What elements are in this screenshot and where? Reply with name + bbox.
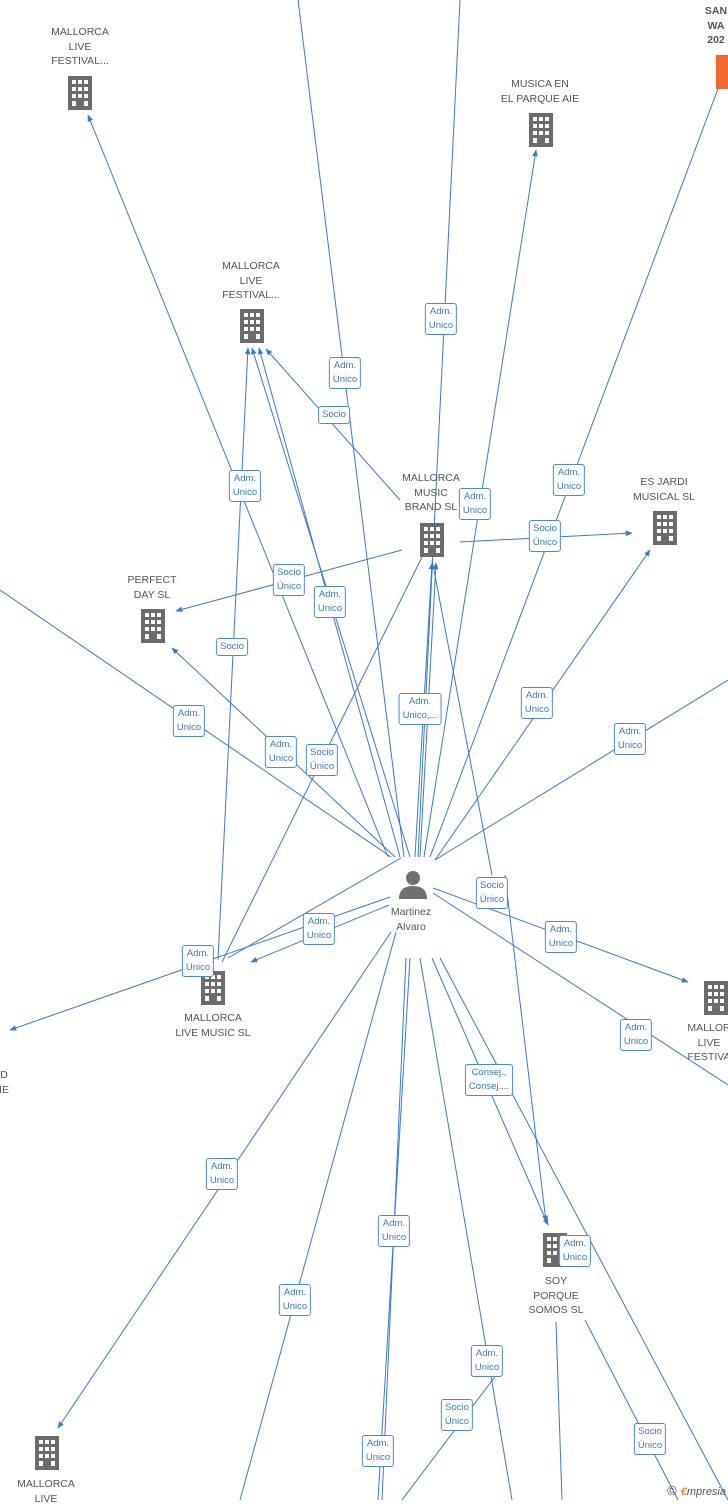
relationship-label[interactable]: Adm. Unico [313, 586, 347, 618]
relationship-label[interactable]: Adm. Unico [328, 357, 362, 389]
brand-name: mpresia [686, 1486, 726, 1498]
company-label[interactable]: ES JARDI MUSICAL SL [632, 476, 696, 503]
relationship-label[interactable]: Adm. Unico [181, 945, 215, 977]
relationship-label[interactable]: Consej., Consej.... [464, 1064, 514, 1096]
relationship-edge [555, 1321, 563, 1500]
relationship-edge [434, 679, 728, 861]
building-icon[interactable] [529, 113, 553, 147]
company-label[interactable]: MALLORCA LIVE [17, 1478, 75, 1505]
building-icon[interactable] [68, 76, 92, 110]
relationship-label[interactable]: Adm. Unico [424, 303, 458, 335]
relationship-label[interactable]: Socio Único [528, 520, 562, 552]
highlighted-building-icon[interactable] [716, 55, 728, 89]
relationship-label[interactable]: Adm. Unico [520, 687, 554, 719]
relationship-label[interactable]: Adm. Unico [458, 488, 492, 520]
company-label[interactable]: MALLORCA LIVE MUSIC SL [175, 1012, 251, 1039]
person-name[interactable]: Martinez Alvaro [390, 906, 432, 933]
person-icon[interactable] [399, 871, 427, 899]
building-icon[interactable] [35, 1436, 59, 1470]
relationship-label[interactable]: Adm. Unico [544, 921, 578, 953]
company-label[interactable]: MALLORCA LIVE FESTIVAL... [222, 260, 280, 301]
relationship-edge [401, 1369, 501, 1500]
company-label[interactable]: PERFECT DAY SL [127, 574, 177, 601]
relationship-edge [297, 0, 405, 858]
relationship-label[interactable]: Adm. Unico [558, 1235, 592, 1267]
relationship-edge [584, 1319, 679, 1500]
relationship-edge [439, 957, 728, 1500]
relationship-label[interactable]: Adm. Unico [613, 723, 647, 755]
building-icon[interactable] [704, 981, 728, 1015]
relationship-label[interactable]: Socio [318, 406, 350, 424]
company-label[interactable]: D IE [0, 1069, 9, 1096]
relationship-label[interactable]: Adm. Unico [278, 1284, 312, 1316]
relationship-label[interactable]: Adm. Unico [228, 470, 262, 502]
building-icon[interactable] [420, 523, 444, 557]
building-icon[interactable] [653, 511, 677, 545]
relationship-label[interactable]: Socio Único [475, 877, 509, 909]
relationship-edge [227, 857, 402, 959]
relationship-label[interactable]: Adm. Unico [205, 1158, 239, 1190]
relationship-edge [265, 348, 401, 501]
relationship-label[interactable]: Adm. Unico [302, 913, 336, 945]
relationship-edge [239, 931, 397, 1500]
relationship-label[interactable]: Socio Único [305, 744, 339, 776]
company-label[interactable]: MALLOR LIVE FESTIVA [687, 1022, 728, 1063]
brand-logo-e: € [680, 1486, 687, 1498]
building-icon[interactable] [240, 309, 264, 343]
company-label[interactable]: MALLORCA MUSIC BRAND SL [402, 472, 460, 513]
footer-brand: ©€mpresia [667, 1483, 726, 1498]
relationship-label[interactable]: Socio Único [272, 564, 306, 596]
relationship-edge [504, 874, 549, 1223]
relationship-label[interactable]: Adm. Unico [552, 464, 586, 496]
company-label[interactable]: MALLORCA LIVE FESTIVAL... [51, 26, 109, 67]
relationship-label[interactable]: Adm. Unico [470, 1345, 504, 1377]
relationship-edge [432, 892, 728, 1086]
relationship-label[interactable]: Adm. Unico [619, 1019, 653, 1051]
company-label[interactable]: MUSICA EN EL PARQUE AIE [500, 78, 580, 105]
relationship-label[interactable]: Socio [216, 638, 248, 656]
company-label[interactable]: SOY PORQUE SOMOS SL [528, 1275, 584, 1316]
relationship-label[interactable]: Adm. Unico [361, 1435, 395, 1467]
relationship-label[interactable]: Adm. Unico [377, 1215, 411, 1247]
copyright-symbol: © [667, 1483, 677, 1498]
relationship-label[interactable]: Adm. Unico,... [398, 693, 442, 725]
relationship-label[interactable]: Socio Único [633, 1423, 667, 1455]
relationship-edge [419, 957, 513, 1500]
relationship-edge [417, 0, 461, 858]
relationship-label[interactable]: Socio Único [440, 1399, 474, 1431]
company-label[interactable]: SAN WA 202 [704, 5, 728, 46]
building-icon[interactable] [141, 609, 165, 643]
relationship-label[interactable]: Adm. Unico [172, 705, 206, 737]
relationship-edge [431, 559, 493, 876]
relationship-label[interactable]: Adm. Unico [264, 736, 298, 768]
